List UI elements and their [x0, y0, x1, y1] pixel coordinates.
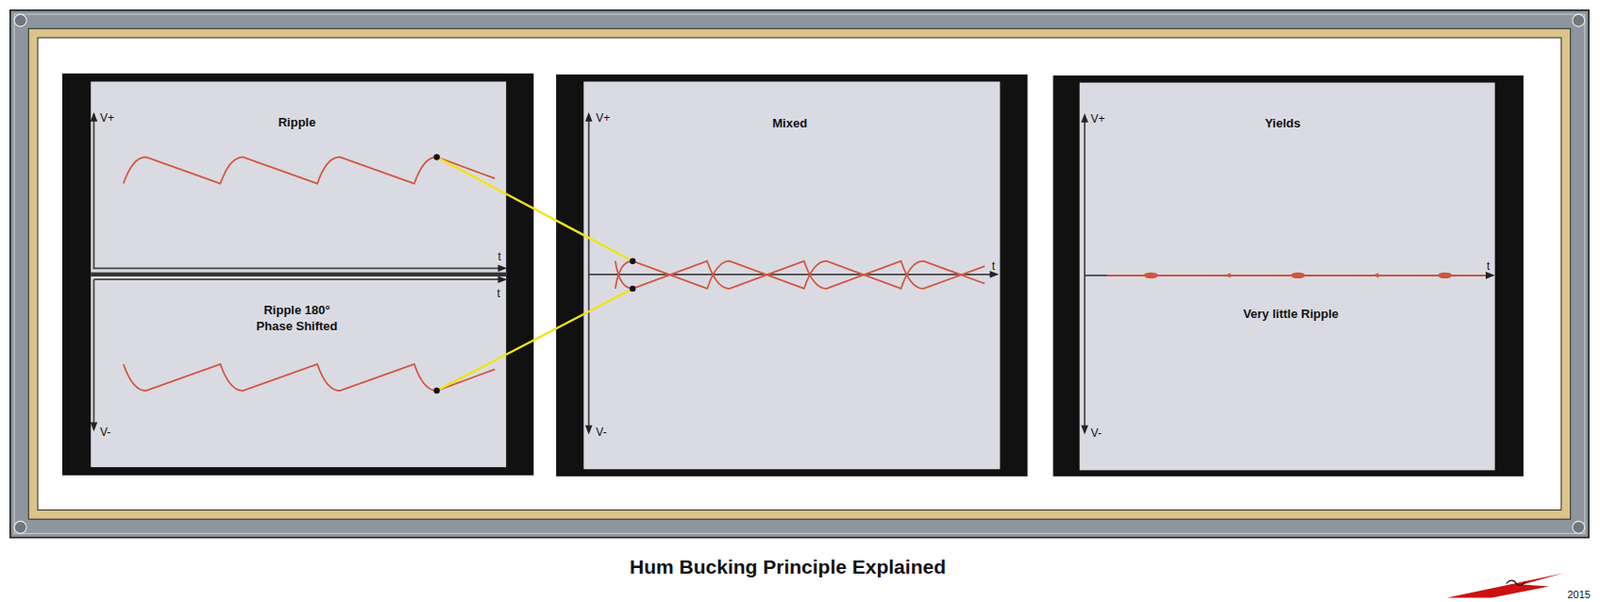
axis-label: V+ — [1091, 112, 1106, 126]
time-axis — [93, 267, 505, 270]
residual-ripple — [1144, 272, 1159, 279]
signal-connector — [505, 314, 584, 355]
residual-ripple — [1437, 272, 1452, 279]
panel-frame — [555, 74, 1028, 477]
tap-point — [433, 153, 439, 160]
mixed-wave — [615, 261, 985, 289]
axis-arrowhead — [585, 112, 593, 122]
residual-ripple — [1224, 272, 1230, 278]
panel-heading: Yields — [1264, 116, 1301, 132]
leader-line — [437, 354, 506, 391]
tap-point — [629, 286, 636, 292]
mixed-wave — [615, 261, 985, 289]
frame-stripe — [28, 28, 1570, 520]
signature-mark — [1447, 573, 1564, 599]
axis-arrowhead — [90, 112, 99, 122]
axis-label: t — [496, 286, 500, 301]
residual-ripple — [1290, 272, 1305, 279]
panel-heading: Ripple — [278, 115, 317, 131]
axis-arrowhead — [498, 275, 508, 284]
frame-highlight — [14, 14, 1585, 534]
leader-line — [437, 156, 506, 194]
frame-corner — [1572, 521, 1585, 534]
residual-ripple — [1372, 272, 1379, 278]
axis-label: V- — [1091, 426, 1102, 440]
panel-heading: Ripple 180° Phase Shifted — [250, 303, 344, 335]
ripple-wave — [123, 156, 495, 184]
frame-corner — [14, 521, 27, 534]
voltage-axis — [93, 279, 96, 429]
frame-outer — [10, 10, 1589, 539]
tap-point — [629, 258, 636, 265]
axis-label: t — [1486, 259, 1490, 273]
voltage-axis — [93, 114, 96, 270]
input-bar — [557, 214, 568, 337]
time-axis — [93, 278, 505, 281]
panel-heading: Mixed — [772, 116, 808, 132]
signature-scribble — [1506, 580, 1527, 586]
tap-point — [433, 387, 439, 394]
plot-panel: Ripple 180° Phase Shifted — [90, 277, 506, 468]
leader-line — [583, 288, 633, 315]
year-label: 2015 — [1566, 589, 1590, 601]
panel-frame — [1053, 75, 1524, 477]
axis-arrowhead — [90, 422, 99, 433]
frame-inner — [37, 37, 1562, 511]
inverted-ripple-wave — [123, 364, 495, 391]
axis-arrowhead — [1080, 425, 1089, 436]
axis-label: V+ — [100, 111, 115, 125]
plot-panel: YieldsVery little Ripple — [1079, 83, 1496, 472]
plot-panel: Mixed — [583, 81, 1000, 470]
plot-area — [583, 81, 1000, 470]
axis-label: V- — [595, 425, 607, 439]
plot-area — [1079, 83, 1496, 472]
leader-line — [583, 235, 633, 262]
signal-connector — [505, 194, 584, 236]
voltage-axis — [1083, 116, 1086, 432]
time-axis — [589, 273, 996, 276]
axis-arrowhead — [1080, 113, 1089, 123]
voltage-axis — [588, 115, 590, 432]
axis-arrowhead — [585, 425, 593, 436]
plot-divider — [90, 272, 506, 277]
axis-label: V+ — [595, 111, 610, 125]
frame-corner — [1572, 14, 1585, 27]
axis-arrowhead — [498, 265, 508, 273]
axis-arrowhead — [1485, 271, 1496, 280]
plot-panel: Ripple — [90, 81, 506, 273]
frame-corner — [14, 14, 27, 27]
drawing — [10, 10, 1589, 599]
panel-note: Very little Ripple — [1243, 306, 1339, 322]
panel-frame — [62, 73, 534, 476]
axis-label: t — [992, 259, 995, 273]
plot-area — [90, 81, 506, 468]
diagram-title: Hum Bucking Principle Explained — [629, 555, 946, 579]
axis-label: t — [498, 250, 502, 264]
axis-label: V- — [100, 425, 111, 439]
